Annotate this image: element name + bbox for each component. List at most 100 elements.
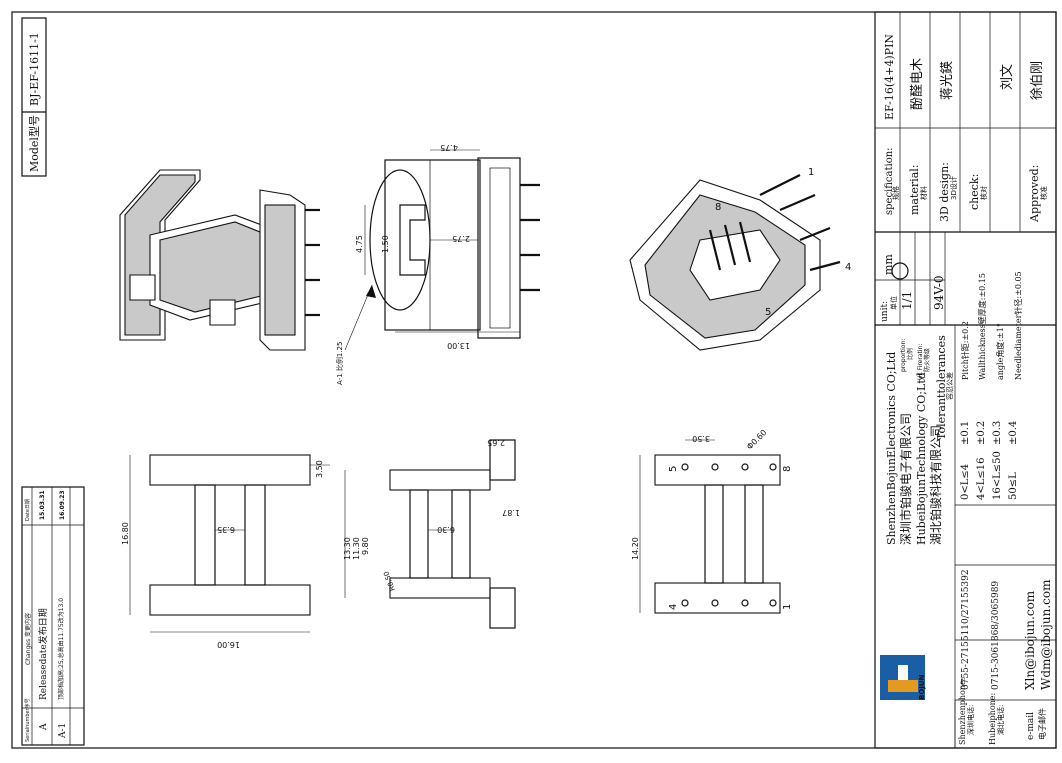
design-cn: 3D设计 bbox=[949, 176, 958, 200]
dim-top-in: 2.75 bbox=[452, 234, 470, 243]
model-label: Model型号 bbox=[27, 115, 41, 172]
col-date: Date日期 bbox=[25, 499, 31, 521]
hb-phone-cn: 湖北电话: bbox=[996, 705, 1005, 735]
spec-cn: 规格 bbox=[891, 186, 900, 200]
proportion-label: proportion: bbox=[900, 339, 907, 372]
approved-label: Approved: bbox=[1028, 165, 1041, 223]
approver: 徐伯刚 bbox=[1030, 61, 1045, 100]
spec-label: specification: bbox=[884, 147, 895, 215]
dim-v2-top: 2.65 bbox=[487, 438, 505, 447]
col-changes: Changes 变更内容 bbox=[24, 613, 32, 665]
dim-v3-dia: Φ0.60 bbox=[745, 428, 768, 451]
tol-needle: Needlediameter针径:±0.05 bbox=[1013, 271, 1023, 380]
iso-view-right: 1 4 5 8 bbox=[629, 167, 851, 351]
dim-v2-b: 11.30 bbox=[352, 537, 361, 560]
logo-text: BOJUN bbox=[918, 674, 926, 700]
fire-label: UL Fireratin: bbox=[917, 344, 924, 380]
title-block: specification: 规格 EF-16(4+4)PIN material… bbox=[874, 11, 1057, 749]
bottom-view-3: 5 8 4 1 14.20 3.50 Φ0.60 bbox=[631, 428, 793, 614]
model-box: Model型号 BJ-EF-1611-1 bbox=[21, 17, 47, 177]
material-value: 酚醛电木 bbox=[909, 58, 925, 110]
hb-phone-label: Hubeiphone: bbox=[988, 693, 997, 745]
email-1: Xln@ibojun.com bbox=[1023, 590, 1037, 690]
approved-cn: 核准 bbox=[1039, 186, 1048, 200]
dim-top-h: 4.75 bbox=[355, 235, 364, 253]
projection-symbol-icon bbox=[891, 262, 909, 280]
top-view: 4.75 4.75 1.50 2.75 13.00 A-1 比例1.25 bbox=[335, 143, 540, 385]
pin-1: 1 bbox=[782, 604, 793, 610]
detail-label: A-1 比例1.25 bbox=[335, 342, 344, 385]
row-a1-serial: A-1 bbox=[58, 723, 68, 739]
tol-title: Toleranttolerances bbox=[935, 335, 948, 440]
dim-top-slot: 1.50 bbox=[381, 235, 390, 253]
sz-phone: 0755-27155110/27155392 bbox=[961, 569, 971, 690]
tol-range-4: 50≤L bbox=[1008, 472, 1019, 500]
hb-phone: 0715-3061868/3065989 bbox=[991, 581, 1001, 690]
pin-label-8: 8 bbox=[715, 202, 721, 213]
dim-v1-in: 6.35 bbox=[217, 525, 235, 534]
email-2: Wdm@ibojun.com bbox=[1039, 579, 1053, 690]
spec-value: EF-16(4+4)PIN bbox=[883, 34, 896, 120]
pin-label-1: 1 bbox=[808, 167, 814, 178]
tol-range-3: 16<L≤50 bbox=[992, 451, 1003, 500]
dim-v1-w: 16.80 bbox=[121, 522, 130, 545]
company-en-1: ShenzhenBojunElectronics CO;Ltd bbox=[885, 352, 898, 545]
unit-cn: 单位 bbox=[889, 296, 898, 310]
proportion-cn: 比例 bbox=[906, 348, 914, 360]
sz-phone-cn: 深圳电话: bbox=[966, 705, 975, 735]
row-a-change: Releasedate发布日期 bbox=[37, 608, 49, 700]
drawing-number: BJ-EF-1611-1 bbox=[28, 32, 41, 106]
side-view-2: 6.30 13.30 11.30 9.80 R0.50 2.65 1.87 bbox=[343, 438, 520, 629]
tol-cn: 容忍公差 bbox=[945, 372, 954, 400]
row-a1-change: 顶部档加高:25,总高由11.75改为13.0 bbox=[57, 598, 65, 700]
check-cn: 核对 bbox=[979, 186, 988, 200]
company-en-2: HubeiBojunTechnology CO;Ltd bbox=[915, 372, 928, 545]
side-view-1: 6.35 16.80 16.00 3.50 bbox=[121, 454, 330, 649]
company-cn-2: 湖北铂骏科技有限公司 bbox=[928, 425, 943, 545]
col-serial: Serialnumber序号 bbox=[24, 698, 31, 742]
changes-table: Serialnumber序号 Changes 变更内容 Date日期 A Rel… bbox=[21, 486, 85, 746]
dim-top-len: 13.00 bbox=[447, 341, 470, 350]
dim-v1-h: 16.00 bbox=[217, 640, 240, 649]
check-label: check: bbox=[968, 174, 981, 210]
proportion-value: 1/1 bbox=[900, 291, 914, 310]
dim-v2-pin: 1.87 bbox=[502, 508, 520, 517]
dim-top-w: 4.75 bbox=[440, 143, 458, 152]
unit-label: unit: bbox=[880, 301, 890, 322]
fire-value: 94V-0 bbox=[932, 275, 946, 310]
design-label: 3D design: bbox=[938, 162, 951, 222]
row-a-date: 15.03.31 bbox=[39, 490, 46, 520]
row-a1-date: 16.09.23 bbox=[59, 490, 66, 520]
company-cn-1: 深圳市铂骏电子有限公司 bbox=[898, 413, 913, 545]
tol-range-2: 4<L≤16 bbox=[976, 458, 987, 501]
tol-value-1: ±0.1 bbox=[960, 421, 971, 445]
dim-v2-c: 9.80 bbox=[361, 537, 370, 555]
dim-v1-side: 3.50 bbox=[315, 460, 324, 478]
pin-label-5: 5 bbox=[765, 307, 771, 318]
tol-range-1: 0<L≤4 bbox=[960, 464, 971, 500]
tol-value-4: ±0.4 bbox=[1008, 421, 1019, 445]
dim-v3-h: 14.20 bbox=[631, 537, 640, 560]
fire-cn: 防火等级 bbox=[923, 348, 931, 372]
checker: 刘文 bbox=[1000, 64, 1015, 90]
material-cn: 材料 bbox=[919, 186, 928, 200]
tol-wall: Wallthickness壁厚度:±0.15 bbox=[977, 273, 987, 380]
sz-phone-label: Shenzhenphone: bbox=[958, 678, 967, 745]
row-a-serial: A bbox=[39, 723, 49, 731]
sheet-border bbox=[11, 11, 1057, 749]
tol-value-2: ±0.2 bbox=[976, 421, 987, 445]
email-cn: 电子邮件 bbox=[1037, 708, 1047, 740]
unit-value: mm bbox=[882, 254, 895, 275]
pin-8: 8 bbox=[782, 466, 793, 472]
tol-angle: angle角度:±1° bbox=[995, 323, 1005, 380]
email-label: e-mail bbox=[1026, 712, 1036, 740]
tol-pitch: Pitch针距:±0.2 bbox=[960, 321, 970, 380]
designer: 蒋光鍈 bbox=[939, 61, 955, 100]
material-label: material: bbox=[908, 165, 921, 215]
dim-v2-in: 6.30 bbox=[437, 525, 455, 534]
iso-view-left bbox=[119, 169, 320, 351]
tol-value-3: ±0.3 bbox=[992, 421, 1003, 445]
pin-label-4: 4 bbox=[845, 262, 851, 273]
dim-v2-a: 13.30 bbox=[343, 537, 352, 560]
